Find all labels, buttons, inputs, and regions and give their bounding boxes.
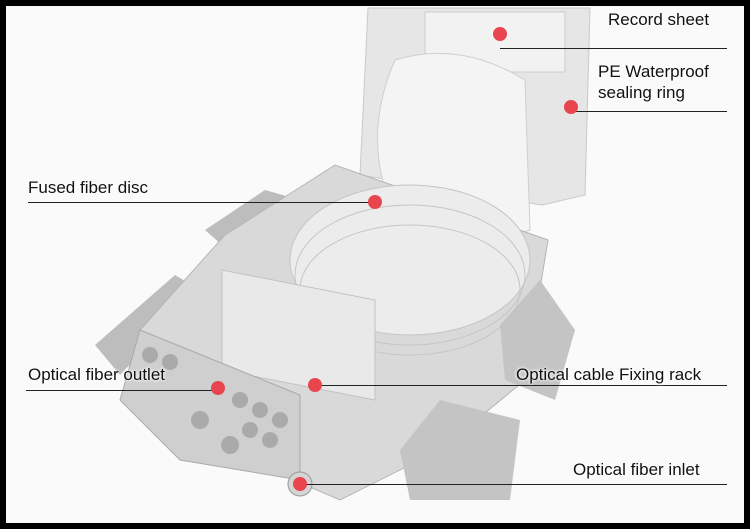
leader-line (571, 111, 727, 112)
label-fiber-outlet: Optical fiber outlet (28, 365, 166, 384)
marker-dot (564, 100, 578, 114)
label-sealing-ring-1: PE Waterproof (598, 62, 709, 81)
leader-line (300, 484, 727, 485)
port-holes (142, 347, 288, 454)
cable-fixing-rack (500, 280, 575, 400)
cable-comb (221, 269, 376, 401)
cable-fixing-rack (400, 400, 520, 500)
marker-dot (308, 378, 322, 392)
marker-dot (211, 381, 225, 395)
label-fixing-rack: Optical cable Fixing rack (516, 365, 702, 384)
leader-line (500, 48, 727, 49)
distribution-box-illustration (95, 7, 591, 501)
leader-line (315, 385, 727, 386)
marker-dot (493, 27, 507, 41)
label-fiber-inlet: Optical fiber inlet (573, 460, 700, 479)
label-fiber-disc: Fused fiber disc (28, 178, 148, 197)
label-record-sheet: Record sheet (608, 10, 710, 29)
marker-dot (368, 195, 382, 209)
leader-line (28, 202, 375, 203)
leader-line (26, 390, 218, 391)
product-image (6, 6, 744, 523)
label-sealing-ring-2: sealing ring (598, 83, 685, 102)
marker-dot (293, 477, 307, 491)
